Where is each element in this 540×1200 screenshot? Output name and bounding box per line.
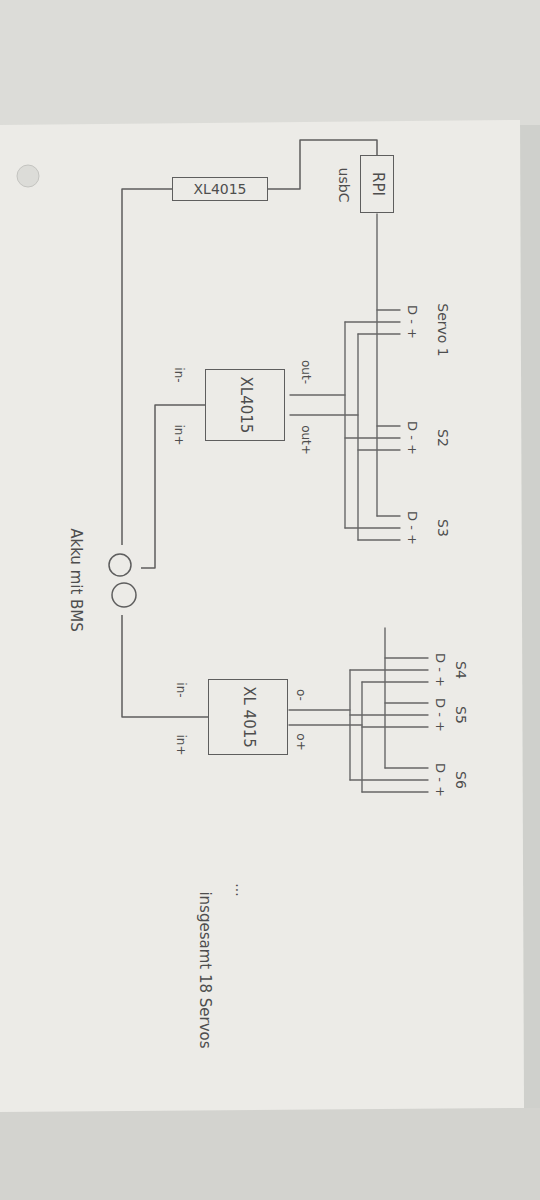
table-surface xyxy=(0,1108,540,1200)
servo-name: Servo 1 xyxy=(434,302,449,357)
power-wire xyxy=(122,615,208,717)
punch-hole xyxy=(17,165,39,187)
converter-box: XL 4015 xyxy=(208,679,288,755)
battery-symbol: Akku mit BMS xyxy=(103,545,141,615)
terminal-label: o+ xyxy=(293,732,306,751)
note: insgesamt 18 Servos xyxy=(197,890,214,1049)
terminal-label: in- xyxy=(171,366,184,383)
terminal-label: in- xyxy=(173,681,186,698)
servo-name: S5 xyxy=(452,705,467,725)
terminal-label: in+ xyxy=(171,424,184,447)
continuation-dots: ... xyxy=(232,882,247,897)
servo-name: S3 xyxy=(434,518,449,538)
servo-wires xyxy=(289,214,428,792)
box-label: XL 4015 xyxy=(239,686,256,748)
terminal-label: in+ xyxy=(173,734,186,757)
battery-circles xyxy=(103,545,141,615)
box-label: XL4015 xyxy=(236,377,253,434)
controller-box: RPI xyxy=(360,155,394,213)
pin-names: D - + xyxy=(433,652,447,688)
servo-name: S6 xyxy=(452,770,467,790)
paper-sheet xyxy=(0,120,524,1112)
terminal-label: out- xyxy=(298,359,311,385)
converter-box: XL4015 xyxy=(205,369,285,441)
power-wire xyxy=(122,189,172,545)
box-label: RPI xyxy=(368,172,385,196)
port-label: usbC xyxy=(335,167,350,204)
pin-names: D - + xyxy=(405,510,419,546)
battery-label: Akku mit BMS xyxy=(66,528,83,632)
pin-names: D - + xyxy=(433,762,447,798)
servo-name: S4 xyxy=(452,660,467,680)
pin-names: D - + xyxy=(433,697,447,733)
terminal-label: out+ xyxy=(298,424,311,456)
box-label: XL4015 xyxy=(193,181,246,197)
table-surface xyxy=(0,0,540,125)
pin-names: D - + xyxy=(405,420,419,456)
servo-name: S2 xyxy=(434,428,449,448)
power-wire xyxy=(141,405,205,568)
converter-box: XL4015 xyxy=(172,177,268,201)
terminal-label: o- xyxy=(293,688,306,702)
pin-names: D - + xyxy=(405,304,419,340)
